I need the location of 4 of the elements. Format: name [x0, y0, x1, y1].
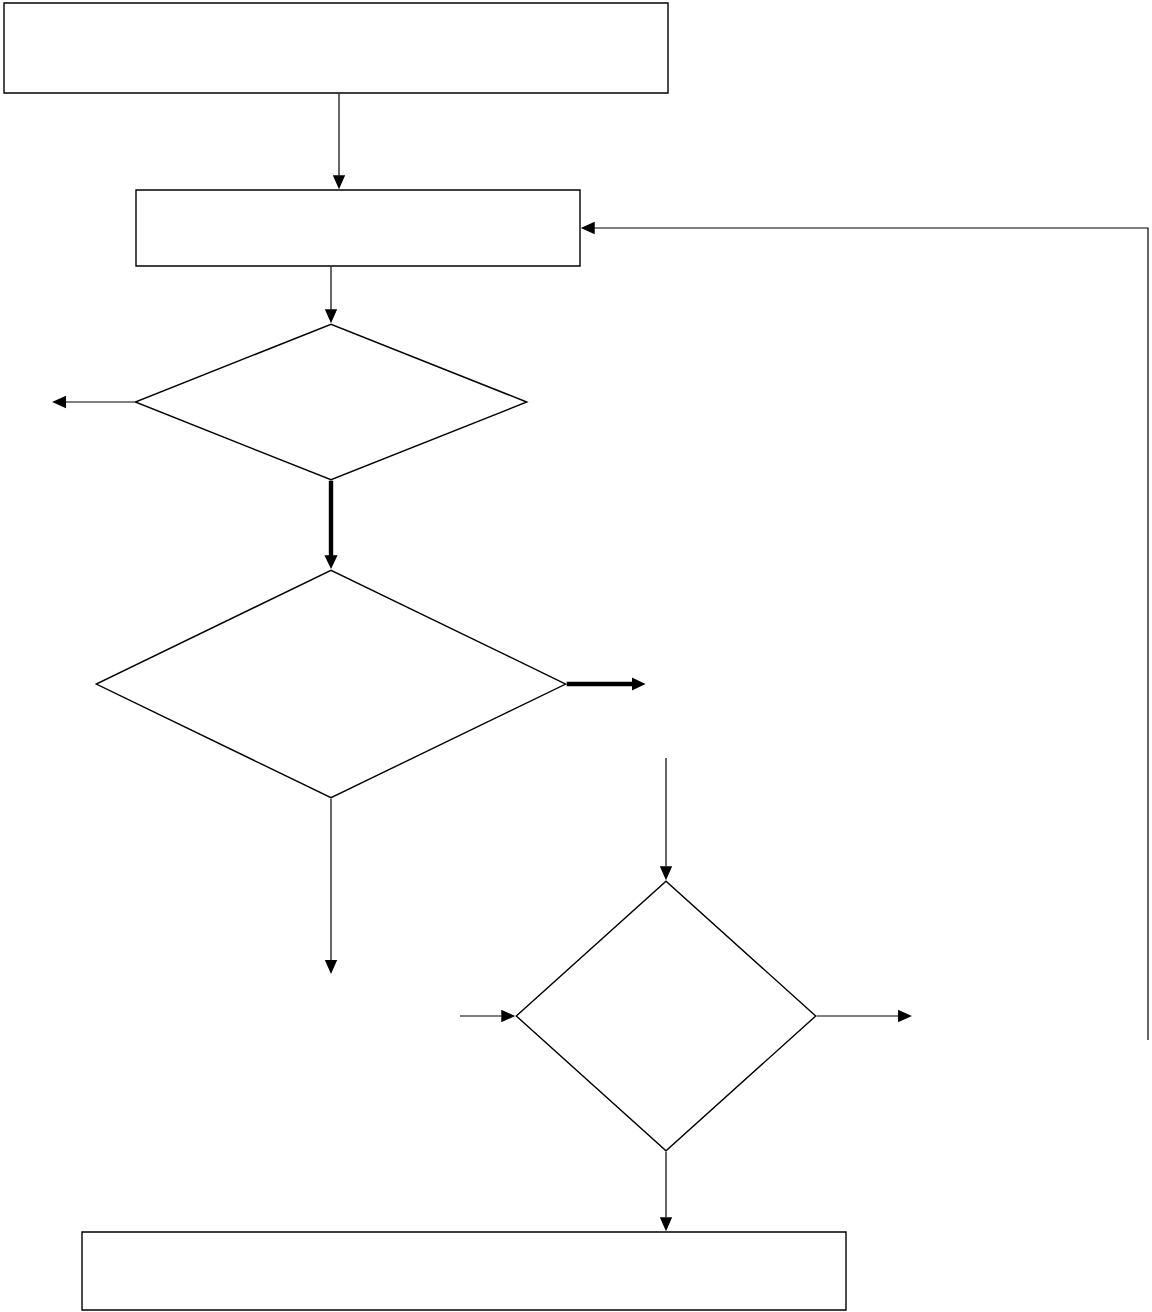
process-box: [135, 189, 581, 267]
decision-diamond: [515, 880, 817, 1152]
process-box: [81, 1231, 847, 1311]
process-box: [3, 2, 669, 94]
